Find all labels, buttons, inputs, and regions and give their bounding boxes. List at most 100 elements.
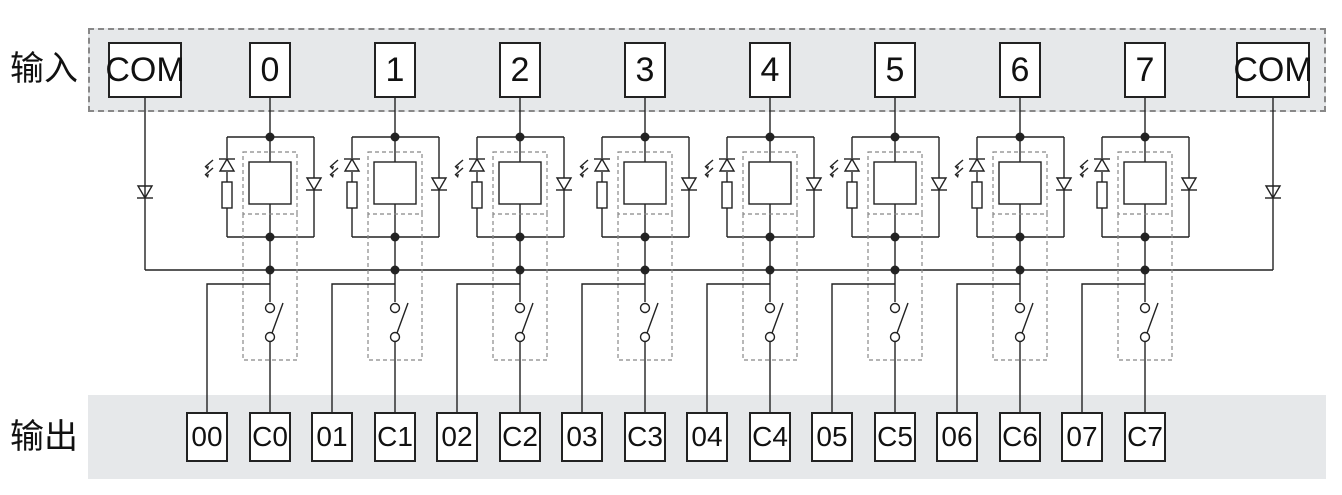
output-terminal-06: 06: [936, 412, 978, 462]
junction-dot: [265, 132, 275, 142]
contact-terminal: [1139, 302, 1151, 314]
led-arrow: [204, 159, 214, 168]
input-terminal-com: COM: [105, 42, 185, 98]
relay-coil: [998, 161, 1042, 205]
output-return-wire: [956, 283, 1020, 412]
contact-terminal: [514, 302, 526, 314]
contact-terminal: [514, 331, 526, 343]
led-symbol: [968, 157, 986, 172]
output-terminal-05: 05: [811, 412, 853, 462]
relay-coil: [373, 161, 417, 205]
diode-symbol: [1055, 177, 1073, 192]
output-terminal-c5: C5: [874, 412, 916, 462]
contact-terminal: [764, 302, 776, 314]
diode-symbol: [1180, 177, 1198, 192]
led-arrowhead: [205, 174, 209, 178]
input-terminal-6: 6: [999, 42, 1041, 98]
input-terminal-3: 3: [624, 42, 666, 98]
resistor: [471, 181, 483, 209]
led-symbol: [343, 157, 361, 172]
junction-dot: [890, 132, 900, 142]
contact-enclosure: [367, 214, 423, 361]
led-arrow: [704, 159, 714, 168]
junction-dot: [640, 132, 650, 142]
relay-enclosure: [992, 151, 1048, 215]
resistor: [1096, 181, 1108, 209]
diode-symbol: [680, 177, 698, 192]
diode-symbol: [930, 177, 948, 192]
led-arrowhead: [955, 174, 959, 178]
switch-blade: [521, 302, 534, 334]
led-arrow: [329, 167, 339, 176]
input-terminal-0: 0: [249, 42, 291, 98]
output-return-wire: [1081, 283, 1145, 412]
output-return-wire: [831, 283, 895, 412]
output-terminal-c6: C6: [999, 412, 1041, 462]
input-terminal-4: 4: [749, 42, 791, 98]
contact-terminal: [764, 331, 776, 343]
led-arrow: [954, 167, 964, 176]
contact-terminal: [639, 302, 651, 314]
led-arrow: [829, 159, 839, 168]
relay-coil: [748, 161, 792, 205]
junction-dot: [1015, 232, 1025, 242]
relay-coil: [1123, 161, 1167, 205]
switch-blade: [1021, 302, 1034, 334]
input-band: [88, 28, 1326, 112]
contact-terminal: [389, 331, 401, 343]
contact-enclosure: [742, 214, 798, 361]
resistor: [346, 181, 358, 209]
led-arrowhead: [830, 174, 834, 178]
contact-terminal: [889, 331, 901, 343]
diode-symbol: [1264, 185, 1282, 200]
led-symbol: [1093, 157, 1111, 172]
input-terminal-1: 1: [374, 42, 416, 98]
input-terminal-2: 2: [499, 42, 541, 98]
led-arrowhead: [830, 166, 834, 170]
output-terminal-07: 07: [1061, 412, 1103, 462]
resistor: [221, 181, 233, 209]
input-terminal-com: COM: [1233, 42, 1313, 98]
contact-terminal: [889, 302, 901, 314]
led-arrow: [954, 159, 964, 168]
output-terminal-c2: C2: [499, 412, 541, 462]
relay-enclosure: [367, 151, 423, 215]
contact-enclosure: [1117, 214, 1173, 361]
led-symbol: [843, 157, 861, 172]
led-arrowhead: [330, 174, 334, 178]
contact-terminal: [264, 331, 276, 343]
led-arrowhead: [1080, 166, 1084, 170]
switch-blade: [396, 302, 409, 334]
led-arrowhead: [455, 174, 459, 178]
diode-symbol: [305, 177, 323, 192]
junction-dot: [765, 232, 775, 242]
switch-blade: [271, 302, 284, 334]
led-arrow: [1079, 159, 1089, 168]
led-arrowhead: [705, 174, 709, 178]
led-arrow: [829, 167, 839, 176]
diode-symbol: [430, 177, 448, 192]
junction-dot: [640, 232, 650, 242]
contact-enclosure: [492, 214, 548, 361]
resistor: [846, 181, 858, 209]
output-terminal-01: 01: [311, 412, 353, 462]
contact-terminal: [1014, 302, 1026, 314]
led-arrowhead: [1080, 174, 1084, 178]
contact-enclosure: [242, 214, 298, 361]
led-arrowhead: [580, 166, 584, 170]
junction-dot: [390, 132, 400, 142]
led-arrowhead: [455, 166, 459, 170]
led-arrowhead: [955, 166, 959, 170]
led-symbol: [468, 157, 486, 172]
resistor: [721, 181, 733, 209]
junction-dot: [765, 132, 775, 142]
junction-dot: [515, 232, 525, 242]
led-arrow: [704, 167, 714, 176]
led-symbol: [218, 157, 236, 172]
led-symbol: [593, 157, 611, 172]
relay-enclosure: [742, 151, 798, 215]
junction-dot: [515, 132, 525, 142]
input-terminal-7: 7: [1124, 42, 1166, 98]
led-arrowhead: [330, 166, 334, 170]
relay-enclosure: [867, 151, 923, 215]
